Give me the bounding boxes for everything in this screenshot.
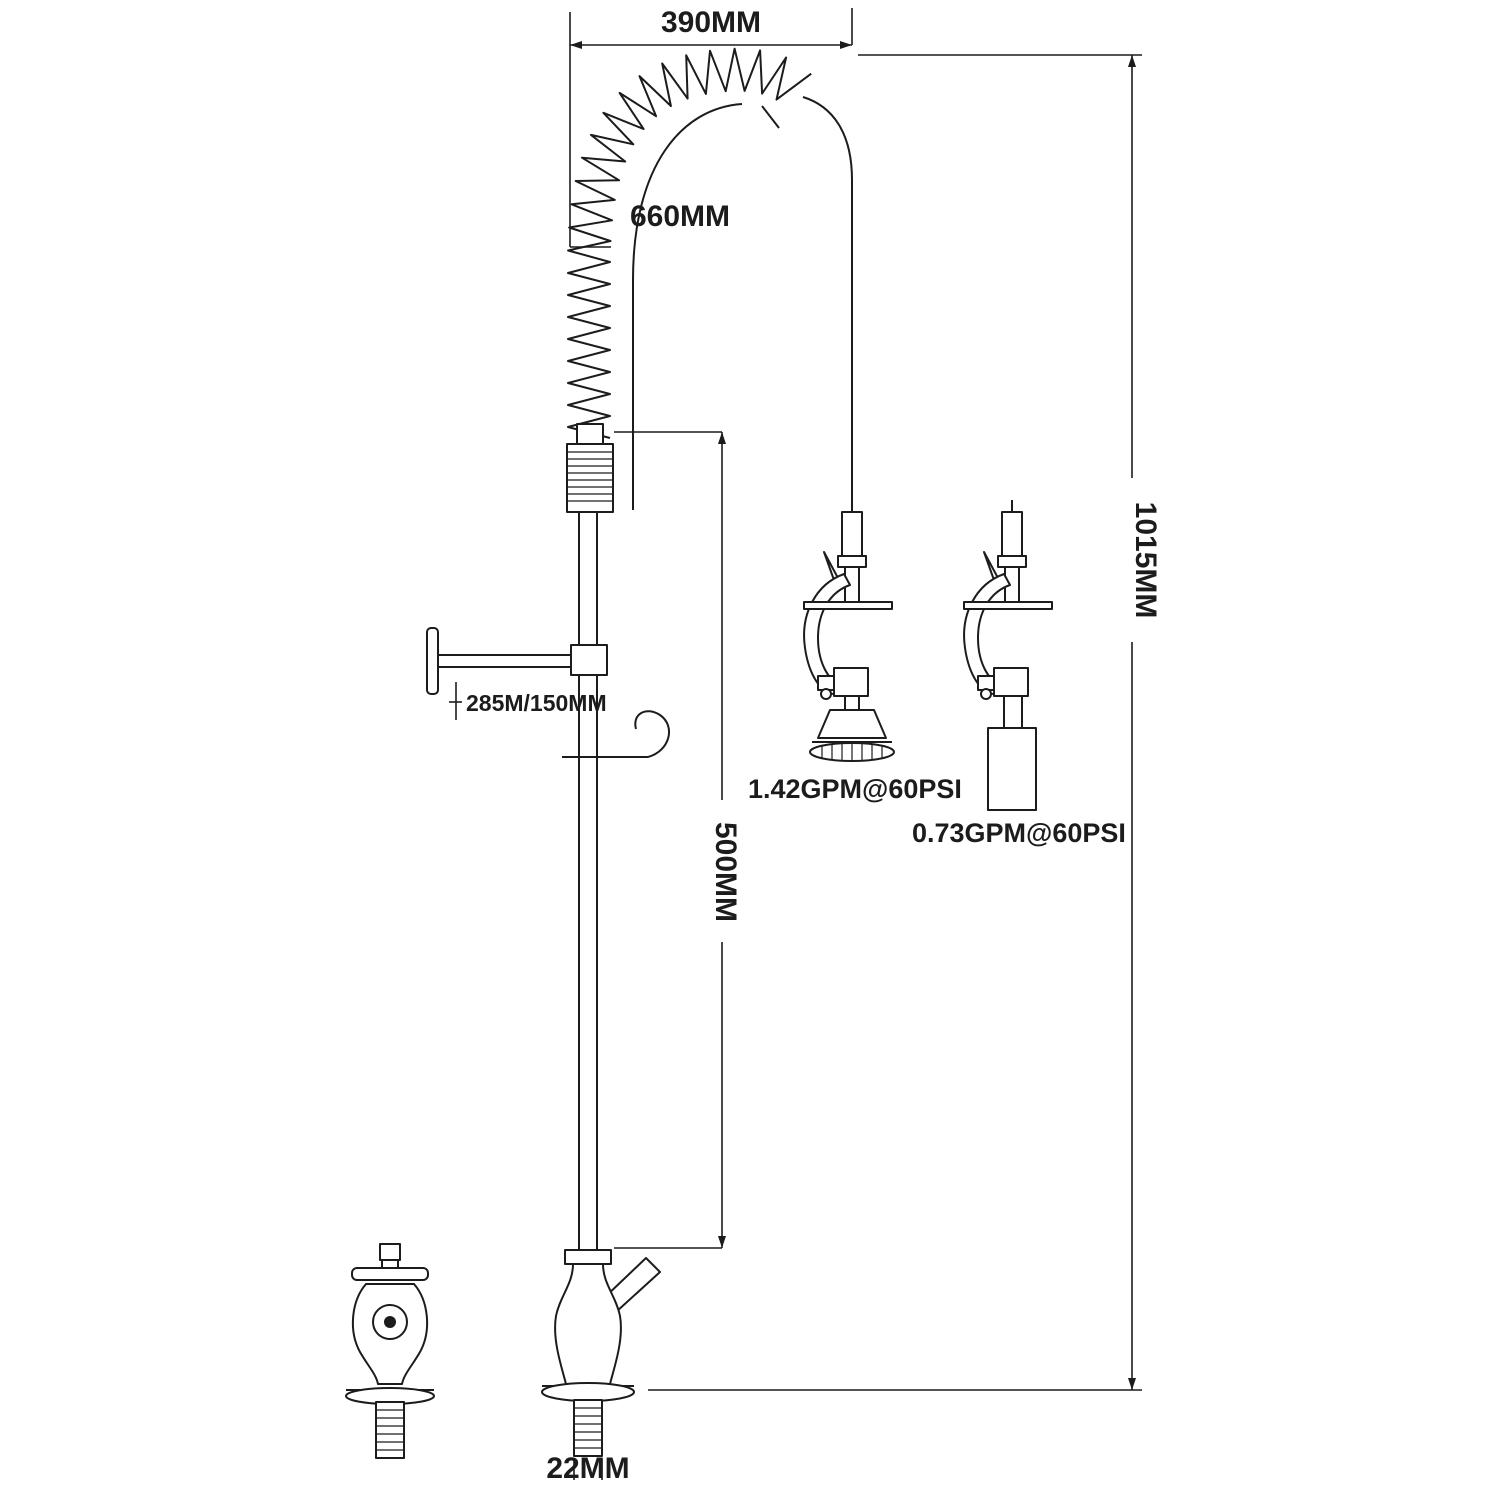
hose-hook bbox=[562, 710, 670, 758]
label-285mm: 285M/150MM bbox=[466, 690, 607, 716]
label-flow-lowflow: 0.73GPM@60PSI bbox=[912, 818, 1126, 848]
valve-body bbox=[833, 667, 869, 697]
spring-ferrule bbox=[566, 443, 614, 513]
arrow-up-icon bbox=[1128, 55, 1136, 67]
lever-pivot-block bbox=[977, 675, 995, 691]
valve-top-cap bbox=[379, 1243, 401, 1261]
hose-drop bbox=[802, 96, 853, 512]
threaded-shank bbox=[375, 1401, 405, 1459]
spray-valve-lowflow: 0.73GPM@60PSI bbox=[912, 500, 1126, 848]
wall-bracket: 285M/150MM bbox=[426, 627, 608, 720]
valve-coupling bbox=[997, 555, 1027, 568]
faucet-body bbox=[554, 1263, 622, 1385]
bracket-collar bbox=[570, 644, 608, 676]
hose-collar bbox=[576, 423, 604, 445]
shank-threads bbox=[574, 1407, 602, 1449]
ferrule-ribs bbox=[567, 451, 613, 502]
deck-flange bbox=[541, 1382, 635, 1402]
arrow-right-icon bbox=[840, 41, 852, 49]
pivot-bolt bbox=[980, 688, 992, 700]
hose-inner-curve bbox=[632, 103, 743, 510]
valve-inlet-tube bbox=[1001, 511, 1023, 557]
spray-face-hatch bbox=[821, 743, 883, 761]
spray-bell bbox=[817, 709, 887, 739]
label-flow-standard: 1.42GPM@60PSI bbox=[748, 774, 962, 804]
wall-flange bbox=[426, 627, 439, 695]
label-660mm: 660MM bbox=[630, 200, 730, 233]
valve-crossbar bbox=[803, 601, 893, 610]
label-390mm: 390MM bbox=[661, 6, 761, 39]
valve-crossbar bbox=[963, 601, 1053, 610]
valve-inlet-tube bbox=[841, 511, 863, 557]
dim-390mm: 390MM bbox=[569, 6, 853, 248]
valve-seat-center bbox=[384, 1316, 396, 1328]
lever-tip bbox=[823, 551, 839, 581]
spray-stem bbox=[844, 695, 860, 711]
nozzle-connector bbox=[1003, 695, 1023, 729]
cross-handle bbox=[351, 1267, 429, 1281]
arrow-left-icon bbox=[570, 41, 582, 49]
base-nut bbox=[564, 1249, 612, 1265]
label-22mm: 22MM bbox=[546, 1452, 629, 1485]
lever-pivot-block bbox=[817, 675, 835, 691]
label-1015mm: 1015MM bbox=[1129, 502, 1162, 619]
spring-guide-path bbox=[589, 70, 803, 438]
hose-end-tick bbox=[761, 105, 780, 129]
arrow-up-icon bbox=[718, 432, 726, 444]
spray-valve-standard: 1.42GPM@60PSI bbox=[748, 511, 962, 804]
dim-500mm: 500MM bbox=[614, 431, 742, 1249]
base-faucet: 22MM bbox=[541, 1249, 661, 1485]
valve-coupling bbox=[837, 555, 867, 568]
riser-pipe bbox=[578, 512, 598, 1250]
threaded-shank bbox=[573, 1399, 603, 1457]
lever-tip bbox=[983, 551, 999, 581]
spring-coil bbox=[567, 47, 812, 439]
arrow-down-icon bbox=[1128, 1378, 1136, 1390]
hook-curl bbox=[634, 710, 670, 758]
spring-hose bbox=[566, 47, 853, 513]
cylinder-nozzle bbox=[987, 727, 1037, 811]
label-500mm: 500MM bbox=[709, 822, 742, 922]
arrow-down-icon bbox=[718, 1236, 726, 1248]
dim-1015mm: 1015MM bbox=[648, 54, 1162, 1391]
addon-valve bbox=[345, 1243, 435, 1459]
shank-threads bbox=[376, 1409, 404, 1451]
valve-body bbox=[993, 667, 1029, 697]
pivot-bolt bbox=[820, 688, 832, 700]
